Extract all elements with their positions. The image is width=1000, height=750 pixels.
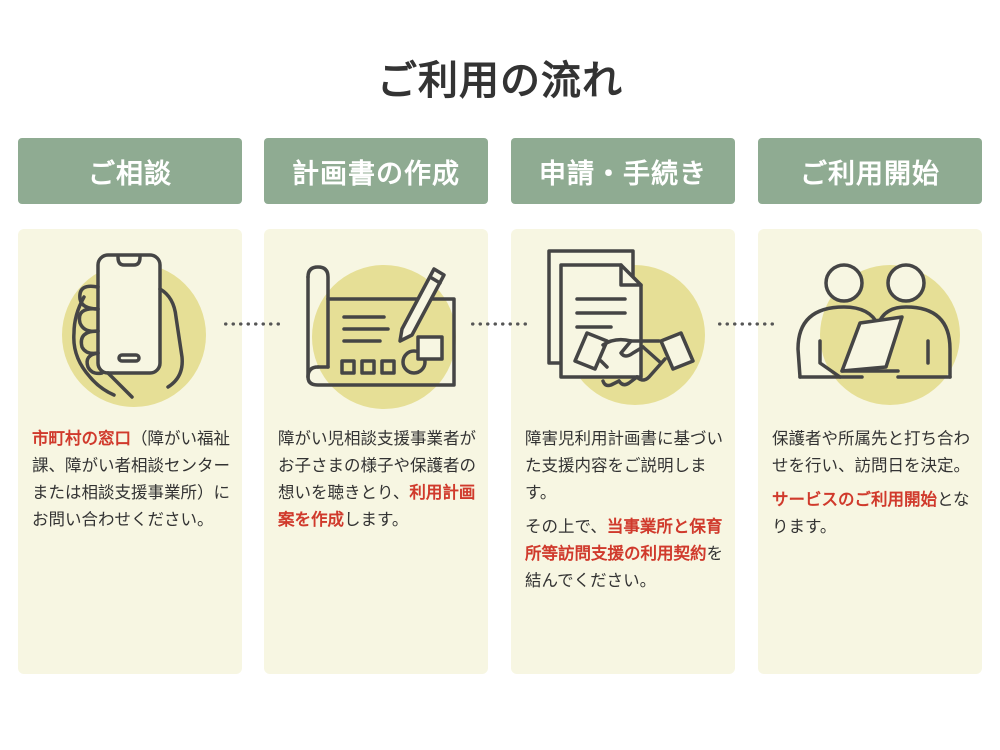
- step-2-text-post: します。: [344, 510, 409, 529]
- step-2-description: 障がい児相談支援事業者がお子さまの様子や保護者の想いを聴きとり、利用計画案を作成…: [278, 425, 482, 540]
- blueprint-pencil-icon: [306, 265, 456, 409]
- step-4-description: 保護者や所属先と打ち合わせを行い、訪問日を決定。 サービスのご利用開始となります…: [772, 425, 976, 547]
- step-1-description: 市町村の窓口（障がい福祉課、障がい者相談センターまたは相談支援事業所）にお問い合…: [32, 425, 236, 540]
- step-2-text-pre: 障がい児相談支援事業者がお子さまの様子や保護者の想いを聴きとり、: [278, 429, 476, 502]
- meeting-people-icon: [796, 263, 960, 405]
- step-4-header: ご利用開始: [758, 138, 982, 204]
- step-3-description: 障害児利用計画書に基づいた支援内容をご説明します。 その上で、当事業所と保育所等…: [525, 425, 729, 601]
- step-1-highlight: 市町村の窓口: [32, 429, 131, 448]
- document-handshake-icon: [547, 249, 705, 405]
- step-4-text-post: となります。: [772, 490, 970, 536]
- step-1-text: （障がい福祉課、障がい者相談センターまたは相談支援事業所）にお問い合わせください…: [32, 429, 230, 529]
- step-3-text-pre: その上で、: [525, 517, 607, 536]
- step-3-text-post: を結んでください。: [525, 544, 723, 590]
- step-3-panel: 障害児利用計画書に基づいた支援内容をご説明します。 その上で、当事業所と保育所等…: [511, 229, 735, 674]
- step-2-header: 計画書の作成: [264, 138, 488, 204]
- step-4-panel: 保護者や所属先と打ち合わせを行い、訪問日を決定。 サービスのご利用開始となります…: [758, 229, 982, 674]
- step-1-header: ご相談: [18, 138, 242, 204]
- step-3-highlight: 当事業所と保育所等訪問支援の利用契約: [525, 517, 723, 563]
- step-4-highlight: サービスのご利用開始: [772, 490, 937, 509]
- step-1-panel: 市町村の窓口（障がい福祉課、障がい者相談センターまたは相談支援事業所）にお問い合…: [18, 229, 242, 674]
- step-3-text-1: 障害児利用計画書に基づいた支援内容をご説明します。: [525, 429, 723, 502]
- step-3-header: 申請・手続き: [511, 138, 735, 204]
- connector-dots-1: [222, 322, 282, 326]
- step-2-panel: 障がい児相談支援事業者がお子さまの様子や保護者の想いを聴きとり、利用計画案を作成…: [264, 229, 488, 674]
- smartphone-hand-icon: [62, 253, 206, 407]
- step-2-highlight: 利用計画案を作成: [278, 483, 476, 529]
- connector-dots-3: [716, 322, 776, 326]
- step-4-text-1: 保護者や所属先と打ち合わせを行い、訪問日を決定。: [772, 429, 970, 475]
- page-title: ご利用の流れ: [377, 58, 623, 104]
- connector-dots-2: [469, 322, 529, 326]
